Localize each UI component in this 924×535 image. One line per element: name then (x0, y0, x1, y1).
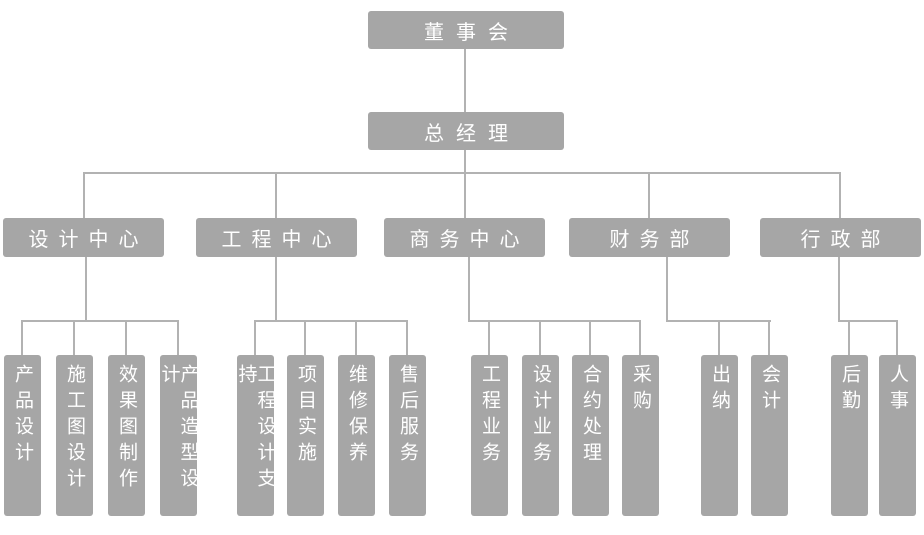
dept-engineering-center: 工程中心 (196, 218, 357, 257)
connector-line (848, 320, 850, 356)
connector-line (839, 172, 841, 219)
connector-line (539, 320, 541, 356)
connector-line (275, 256, 277, 322)
unit-logistics: 后勤 (831, 355, 868, 516)
unit-rendering-production: 效果图制作 (108, 355, 145, 516)
unit-after-sales-service: 售后服务 (389, 355, 426, 516)
connector-line (406, 320, 408, 356)
connector-line (21, 320, 23, 356)
connector-line (464, 49, 466, 112)
connector-line (83, 172, 85, 219)
dept-finance: 财务部 (569, 218, 730, 257)
connector-line (83, 172, 841, 174)
connector-line (838, 320, 898, 322)
connector-line (666, 256, 668, 322)
connector-line (21, 320, 179, 322)
unit-cashier: 出纳 (701, 355, 738, 516)
unit-accounting: 会计 (751, 355, 788, 516)
connector-line (589, 320, 591, 356)
connector-line (468, 320, 641, 322)
connector-line (85, 256, 87, 322)
unit-maintenance: 维修保养 (338, 355, 375, 516)
unit-construction-drawing-design: 施工图设计 (56, 355, 93, 516)
unit-procurement: 采购 (622, 355, 659, 516)
dept-business-center: 商务中心 (384, 218, 545, 257)
connector-line (254, 320, 408, 322)
unit-engineering-business: 工程业务 (471, 355, 508, 516)
unit-project-implementation: 项目实施 (287, 355, 324, 516)
connector-line (718, 320, 720, 356)
node-general-manager: 总经理 (368, 112, 564, 150)
unit-product-styling-design: 产品造型设计 (159, 355, 199, 516)
unit-contract-processing: 合约处理 (572, 355, 609, 516)
connector-line (275, 172, 277, 219)
connector-line (304, 320, 306, 356)
connector-line (488, 320, 490, 356)
connector-line (838, 256, 840, 322)
connector-line (355, 320, 357, 356)
dept-administration: 行政部 (760, 218, 921, 257)
unit-design-business: 设计业务 (522, 355, 559, 516)
connector-line (464, 150, 466, 220)
connector-line (768, 320, 770, 356)
connector-line (254, 320, 256, 356)
unit-engineering-design-support: 工程设计支持 (236, 355, 276, 516)
connector-line (896, 320, 898, 356)
connector-line (125, 320, 127, 356)
connector-line (648, 172, 650, 219)
connector-line (73, 320, 75, 356)
connector-line (639, 320, 641, 356)
connector-line (468, 256, 470, 322)
node-board-of-directors: 董事会 (368, 11, 564, 49)
unit-product-design: 产品设计 (4, 355, 41, 516)
dept-design-center: 设计中心 (3, 218, 164, 257)
unit-personnel: 人事 (879, 355, 916, 516)
connector-line (177, 320, 179, 356)
